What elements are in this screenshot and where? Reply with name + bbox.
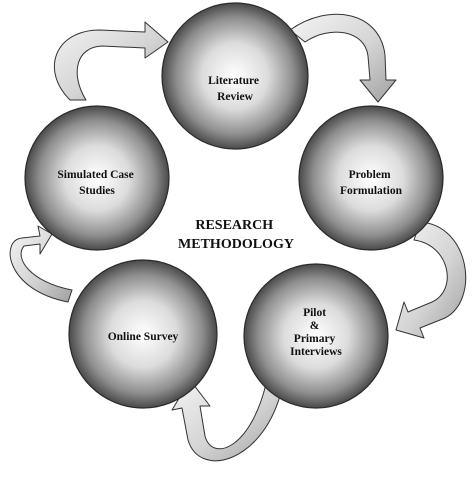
node-literature-review-label: Literature Review <box>208 75 262 103</box>
node-online-survey: Online Survey <box>68 259 218 409</box>
arrow-simulated-to-literature <box>53 21 169 101</box>
cycle-arrows <box>9 13 467 462</box>
node-pilot-label: Pilot & Primary Interviews <box>290 307 342 358</box>
arrow-survey-to-simulated <box>9 225 73 303</box>
arrow-literature-to-problem <box>289 13 397 103</box>
node-online-survey-label: Online Survey <box>108 331 179 343</box>
node-simulated-label: Simulated Case Studies <box>57 169 136 197</box>
node-literature-review: Literature Review <box>161 2 309 150</box>
center-title: RESEARCH METHODOLOGY <box>178 218 294 252</box>
cycle-nodes: Literature Review Problem Formulation Pi… <box>24 2 444 409</box>
node-pilot-primary-interviews: Pilot & Primary Interviews <box>243 263 389 409</box>
node-simulated-case-studies: Simulated Case Studies <box>24 105 170 251</box>
node-problem-formulation: Problem Formulation <box>298 105 444 251</box>
arrow-problem-to-pilot <box>395 221 467 339</box>
node-problem-formulation-label: Problem Formulation <box>340 169 403 197</box>
